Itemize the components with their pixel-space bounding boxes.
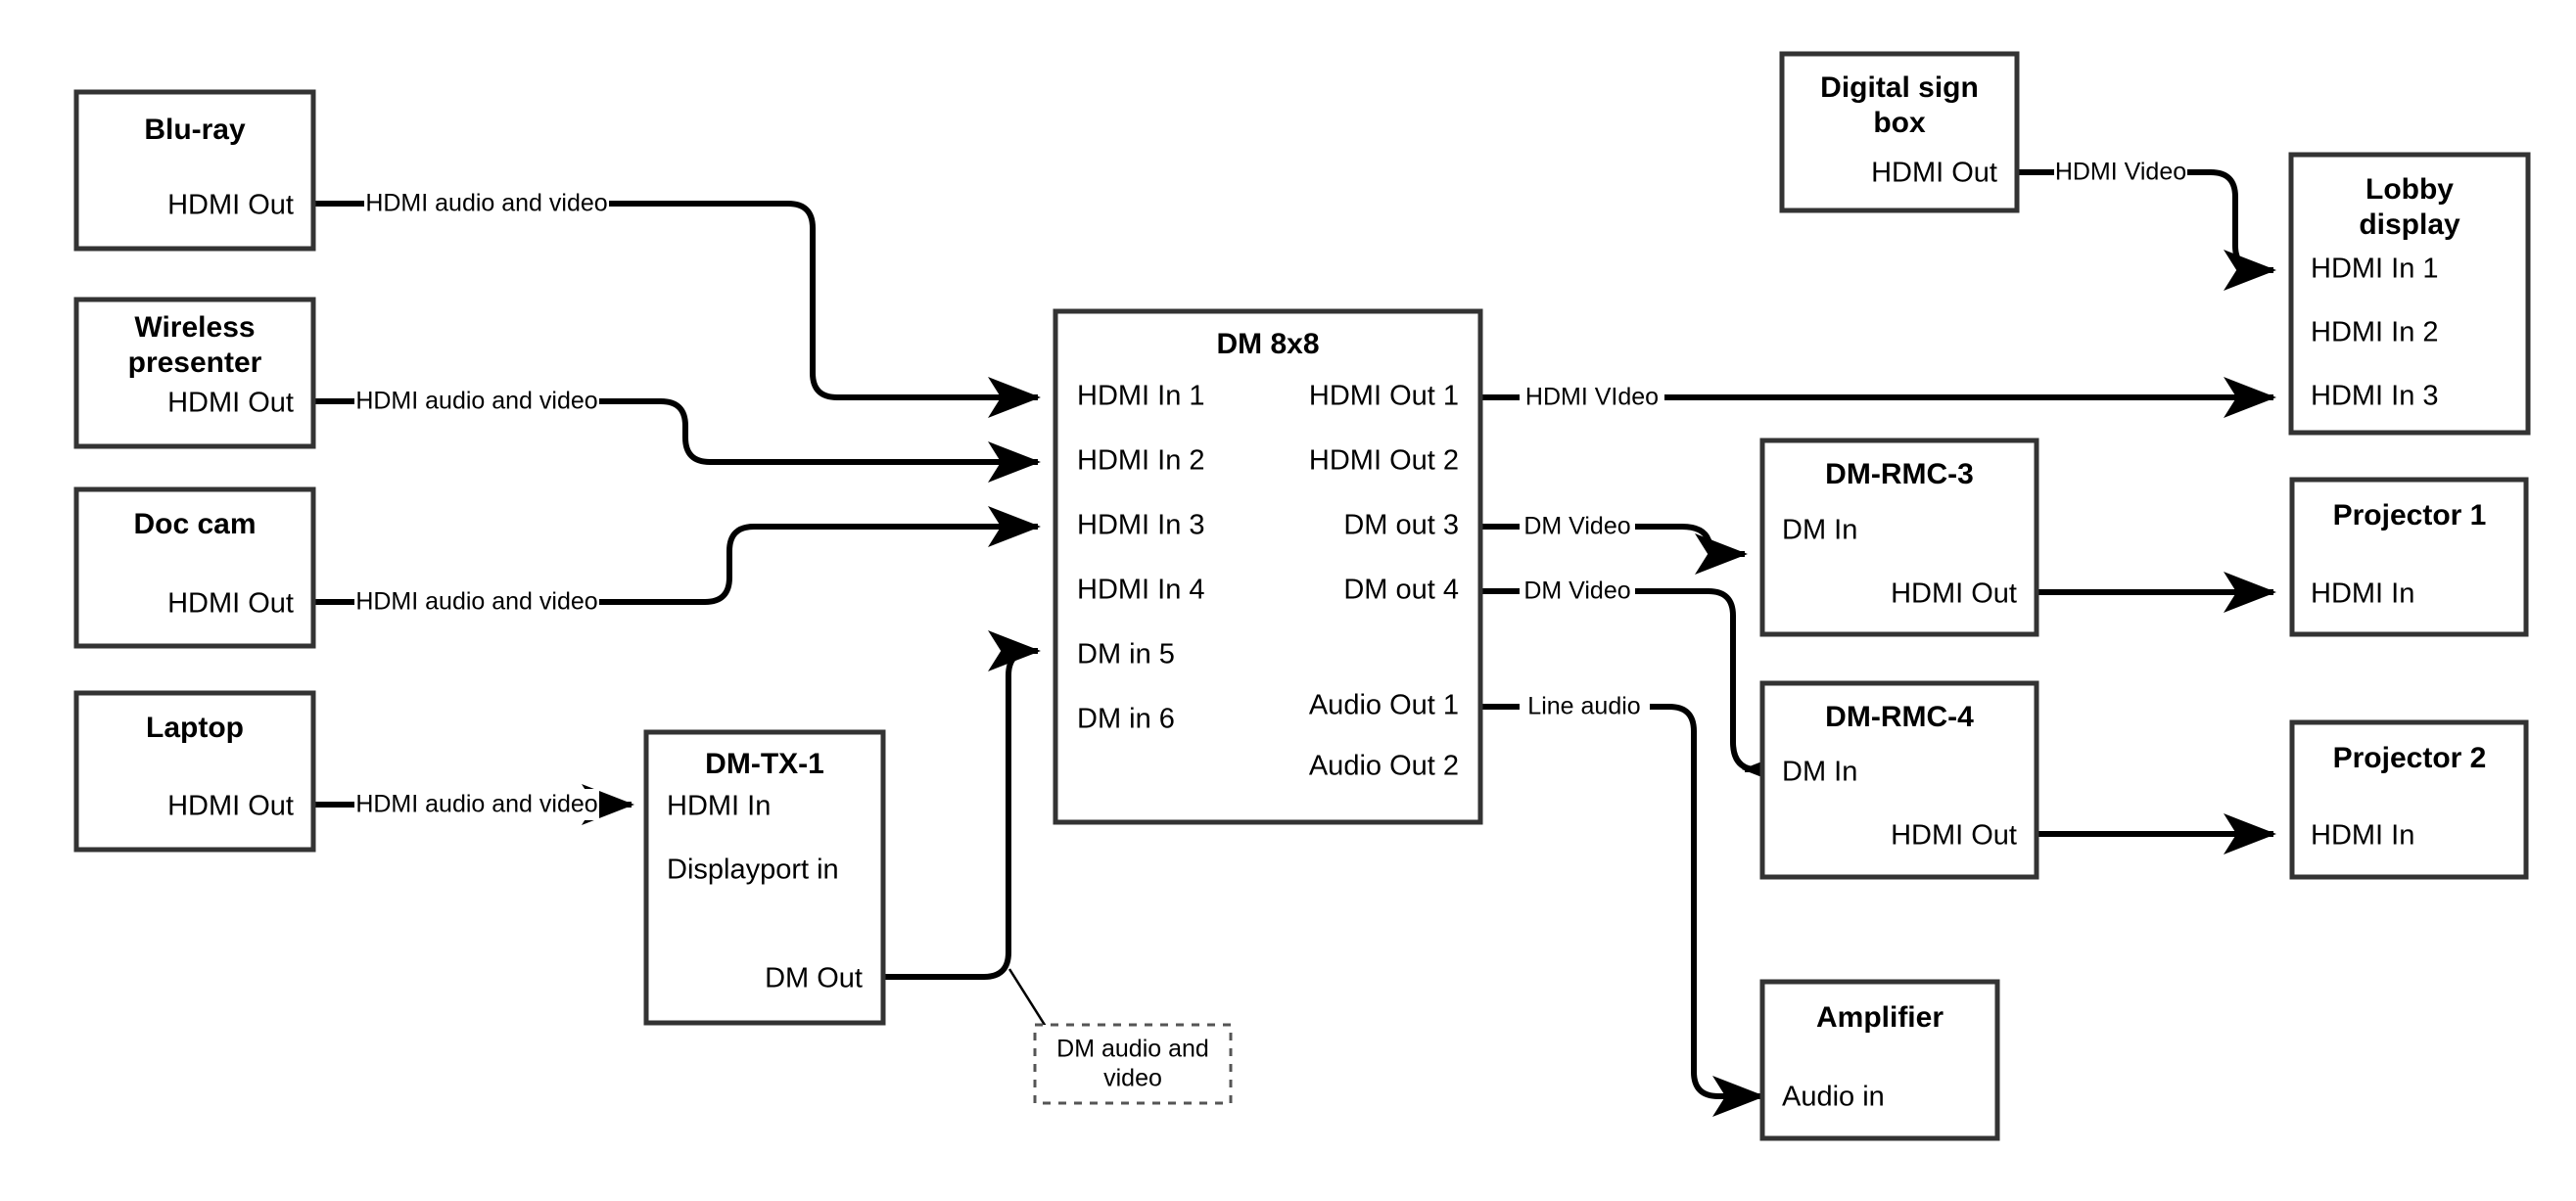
node-digital-sign-box-title-line2: box: [1873, 107, 1926, 139]
node-doc-cam-title: Doc cam: [133, 508, 256, 540]
node-laptop-title: Laptop: [146, 712, 244, 744]
node-projector-1-title: Projector 1: [2333, 499, 2487, 531]
callout-dm-audio-and-video: DM audio and video: [1033, 1023, 1233, 1105]
node-bluray-title: Blu-ray: [144, 114, 246, 146]
port-dm-rmc-4-hdmi-out: HDMI Out: [1891, 820, 2017, 852]
edge-label-doccam-to-dm: HDMI audio and video: [355, 588, 597, 616]
node-digital-sign-box-title-line1: Digital sign: [1820, 71, 1979, 104]
node-wireless-presenter[interactable]: Wireless presenter HDMI Out: [73, 297, 316, 449]
node-dm-tx-1[interactable]: DM-TX-1 HDMI In Displayport in DM Out: [643, 729, 886, 1026]
node-projector-1[interactable]: Projector 1 HDMI In: [2289, 477, 2529, 637]
port-dm-tx-1-hdmi-in: HDMI In: [667, 791, 771, 822]
port-dm-8x8-hdmi-in-3: HDMI In 3: [1077, 510, 1205, 541]
node-dm-8x8-box[interactable]: [1053, 308, 1483, 825]
node-projector-2[interactable]: Projector 2 HDMI In: [2289, 719, 2529, 880]
node-lobby-display[interactable]: Lobby display HDMI In 1 HDMI In 2 HDMI I…: [2288, 152, 2531, 436]
callout-dm-audio-and-video-line1: DM audio and: [1056, 1036, 1209, 1063]
link-wireless-to-dm-hdmi-in-2: [599, 398, 1041, 483]
node-bluray-box[interactable]: [73, 89, 316, 252]
link-dm-out-3-to-dm-rmc-3: [1635, 524, 1748, 575]
node-dm-rmc-4-title: DM-RMC-4: [1825, 701, 1974, 733]
port-dm-8x8-hdmi-out-2: HDMI Out 2: [1309, 445, 1459, 477]
port-digital-sign-box-hdmi-out: HDMI Out: [1871, 158, 1997, 189]
port-lobby-display-hdmi-in-3: HDMI In 3: [2311, 381, 2439, 412]
node-lobby-display-title-line1: Lobby: [2365, 173, 2454, 206]
edge-label-dm-hdmiout1-to-lobby: HDMI VIdeo: [1525, 384, 1659, 411]
link-doccam-to-dm-hdmi-in-3: [599, 506, 1041, 605]
port-dm-rmc-4-dm-in: DM In: [1782, 757, 1857, 788]
port-dm-rmc-3-dm-in: DM In: [1782, 515, 1857, 546]
node-bluray[interactable]: Blu-ray HDMI Out: [73, 89, 316, 252]
edge-label-wireless-to-dm: HDMI audio and video: [355, 388, 597, 415]
port-dm-tx-1-dm-out: DM Out: [765, 963, 863, 994]
port-dm-rmc-3-hdmi-out: HDMI Out: [1891, 578, 2017, 610]
node-lobby-display-title-line2: display: [2359, 208, 2460, 241]
node-projector-1-box[interactable]: [2289, 477, 2529, 637]
link-audio-out-1-to-amplifier: [1650, 704, 1765, 1117]
node-digital-sign-box-box[interactable]: [1779, 51, 2020, 213]
node-dm-rmc-3-title: DM-RMC-3: [1825, 458, 1974, 490]
node-wireless-presenter-title-line2: presenter: [128, 346, 262, 379]
node-doc-cam-box[interactable]: [73, 486, 316, 649]
port-lobby-display-hdmi-in-2: HDMI In 2: [2311, 317, 2439, 348]
link-dm-tx-1-to-dm-in-5: [883, 630, 1041, 980]
node-dm-rmc-3-box[interactable]: [1759, 438, 2039, 637]
port-laptop-hdmi-out: HDMI Out: [167, 791, 294, 822]
port-projector-2-hdmi-in: HDMI In: [2311, 820, 2414, 852]
node-dm-rmc-4-box[interactable]: [1759, 680, 2039, 880]
port-lobby-display-hdmi-in-1: HDMI In 1: [2311, 254, 2439, 285]
node-wireless-presenter-title-line1: Wireless: [134, 311, 255, 344]
edge-label-laptop-to-tx: HDMI audio and video: [355, 791, 597, 818]
port-dm-8x8-hdmi-in-4: HDMI In 4: [1077, 575, 1205, 606]
port-dm-8x8-dm-out-3: DM out 3: [1343, 510, 1459, 541]
link-dm-out-4-to-dm-rmc-4: [1635, 588, 1795, 790]
node-dm-tx-1-box[interactable]: [643, 729, 886, 1026]
node-dm-tx-1-title: DM-TX-1: [705, 748, 824, 780]
edge-label-dm-audio1-to-amp: Line audio: [1527, 693, 1640, 720]
port-dm-8x8-dm-in-5: DM in 5: [1077, 639, 1175, 670]
node-amplifier-box[interactable]: [1759, 979, 2000, 1141]
node-projector-2-title: Projector 2: [2333, 742, 2487, 774]
port-dm-8x8-dm-in-6: DM in 6: [1077, 704, 1175, 735]
edge-label-sign-to-lobby: HDMI Video: [2055, 159, 2186, 186]
node-laptop-box[interactable]: [73, 690, 316, 853]
node-amplifier-title: Amplifier: [1816, 1001, 1944, 1034]
port-amplifier-audio-in: Audio in: [1782, 1082, 1885, 1113]
node-dm-8x8-title: DM 8x8: [1216, 328, 1319, 360]
port-dm-8x8-hdmi-in-1: HDMI In 1: [1077, 381, 1205, 412]
port-wireless-presenter-hdmi-out: HDMI Out: [167, 388, 294, 419]
edge-label-bluray-to-dm: HDMI audio and video: [365, 190, 607, 217]
node-dm-rmc-4[interactable]: DM-RMC-4 DM In HDMI Out: [1759, 680, 2039, 880]
port-dm-8x8-hdmi-in-2: HDMI In 2: [1077, 445, 1205, 477]
port-dm-8x8-audio-out-2: Audio Out 2: [1309, 751, 1459, 782]
port-dm-8x8-hdmi-out-1: HDMI Out 1: [1309, 381, 1459, 412]
node-dm-rmc-3[interactable]: DM-RMC-3 DM In HDMI Out: [1759, 438, 2039, 637]
port-dm-8x8-audio-out-1: Audio Out 1: [1309, 690, 1459, 721]
node-lobby-display-box[interactable]: [2288, 152, 2531, 436]
edge-label-dm-out4-to-rmc4: DM Video: [1523, 577, 1630, 605]
node-digital-sign-box[interactable]: Digital sign box HDMI Out: [1779, 51, 2020, 213]
node-projector-2-box[interactable]: [2289, 719, 2529, 880]
port-doc-cam-hdmi-out: HDMI Out: [167, 588, 294, 620]
node-doc-cam[interactable]: Doc cam HDMI Out: [73, 486, 316, 649]
port-projector-1-hdmi-in: HDMI In: [2311, 578, 2414, 610]
port-dm-8x8-dm-out-4: DM out 4: [1343, 575, 1459, 606]
port-dm-tx-1-displayport-in: Displayport in: [667, 855, 839, 886]
node-amplifier[interactable]: Amplifier Audio in: [1759, 979, 2000, 1141]
node-wireless-presenter-box[interactable]: [73, 297, 316, 449]
edge-label-dm-out3-to-rmc3: DM Video: [1523, 513, 1630, 540]
link-bluray-to-dm-hdmi-in-1: [609, 201, 1041, 418]
node-laptop[interactable]: Laptop HDMI Out: [73, 690, 316, 853]
link-sign-to-lobby-hdmi-in-1: [2187, 169, 2276, 291]
port-bluray-hdmi-out: HDMI Out: [167, 190, 294, 221]
callout-dm-audio-and-video-line2: video: [1103, 1065, 1162, 1092]
callout-dm-audio-and-video-box: [1033, 1023, 1233, 1105]
edge-labels: HDMI audio and video HDMI audio and vide…: [354, 157, 2187, 820]
node-dm-8x8[interactable]: DM 8x8 HDMI In 1 HDMI In 2 HDMI In 3 HDM…: [1053, 308, 1483, 825]
